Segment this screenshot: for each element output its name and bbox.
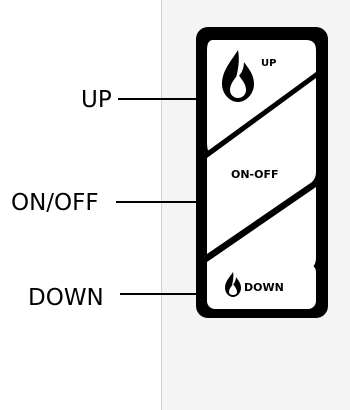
down-button-label: DOWN <box>244 281 284 294</box>
callout-up-label: UP <box>81 87 112 113</box>
flame-icon <box>225 272 241 297</box>
flame-icon <box>222 50 254 102</box>
on-off-button[interactable]: ON-OFF <box>207 78 316 254</box>
up-button-label: UP <box>261 58 276 69</box>
callout-on-off-label: ON/OFF <box>11 190 99 216</box>
down-button[interactable]: DOWN <box>207 187 316 309</box>
up-button[interactable]: UP <box>207 40 316 151</box>
callout-down-label: DOWN <box>28 285 104 311</box>
on-off-button-face <box>207 78 316 254</box>
down-button-lower-face <box>207 264 316 309</box>
down-button-face <box>207 187 316 274</box>
on-off-button-label: ON-OFF <box>231 168 279 181</box>
